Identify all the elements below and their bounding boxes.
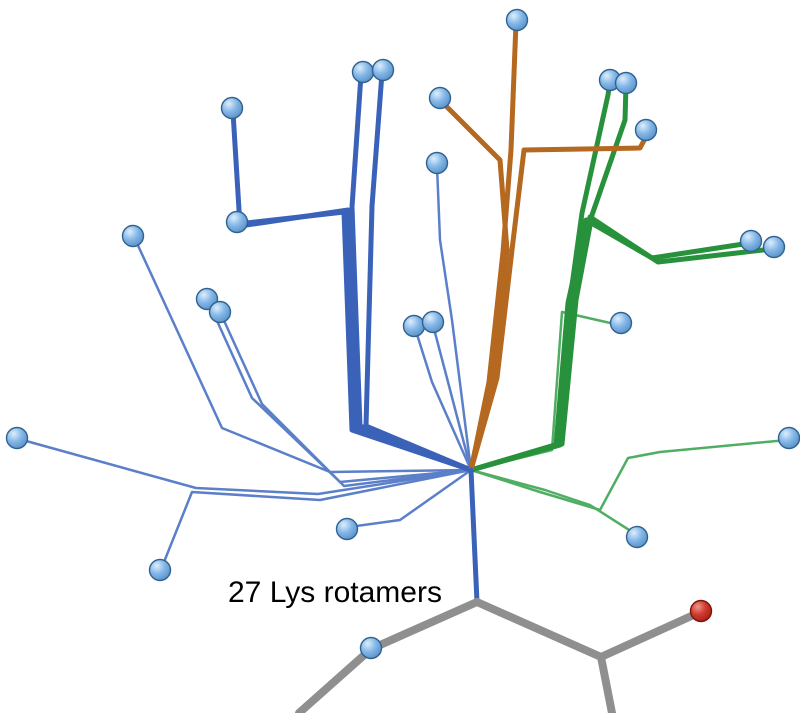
nitrogen-atom-sphere[interactable] bbox=[428, 86, 452, 110]
bond-line[interactable] bbox=[468, 79, 613, 473]
bond-line[interactable] bbox=[597, 609, 702, 661]
atom-layer bbox=[5, 8, 800, 660]
nitrogen-atom-sphere[interactable] bbox=[505, 8, 529, 32]
bond-line[interactable] bbox=[206, 299, 473, 484]
bond-line[interactable] bbox=[468, 214, 775, 473]
bond-line[interactable] bbox=[435, 164, 473, 472]
nitrogen-atom-sphere[interactable] bbox=[777, 426, 800, 450]
nitrogen-atom-sphere[interactable] bbox=[425, 151, 449, 175]
nitrogen-atom-sphere[interactable] bbox=[421, 310, 445, 334]
nitrogen-atom-sphere[interactable] bbox=[762, 235, 786, 259]
bond-line[interactable] bbox=[133, 237, 473, 474]
bond-line[interactable] bbox=[295, 598, 481, 713]
bond-line[interactable] bbox=[235, 209, 474, 473]
bond-line[interactable] bbox=[468, 82, 629, 473]
nitrogen-atom-sphere[interactable] bbox=[371, 58, 395, 82]
nitrogen-atom-sphere[interactable] bbox=[359, 636, 383, 660]
nitrogen-atom-sphere[interactable] bbox=[5, 426, 29, 450]
bond-line[interactable] bbox=[413, 326, 473, 472]
bond-line[interactable] bbox=[468, 130, 651, 473]
nitrogen-atom-sphere[interactable] bbox=[609, 311, 633, 335]
bond-line[interactable] bbox=[347, 468, 473, 529]
bond-line[interactable] bbox=[431, 323, 473, 472]
nitrogen-atom-sphere[interactable] bbox=[614, 71, 638, 95]
nitrogen-atom-sphere[interactable] bbox=[121, 224, 145, 248]
bond-line[interactable] bbox=[469, 468, 639, 537]
bond-line[interactable] bbox=[473, 598, 616, 713]
bond-line[interactable] bbox=[468, 20, 519, 473]
nitrogen-atom-sphere[interactable] bbox=[220, 96, 244, 120]
nitrogen-atom-sphere[interactable] bbox=[148, 558, 172, 582]
annotation-label: 27 Lys rotamers bbox=[228, 576, 442, 609]
nitrogen-atom-sphere[interactable] bbox=[739, 229, 763, 253]
bond-line[interactable] bbox=[469, 438, 789, 512]
bond-line[interactable] bbox=[17, 437, 473, 496]
bond-line[interactable] bbox=[468, 467, 480, 605]
bond-line[interactable] bbox=[219, 312, 473, 488]
oxygen-atom-sphere[interactable] bbox=[689, 599, 713, 623]
nitrogen-atom-sphere[interactable] bbox=[208, 300, 232, 324]
nitrogen-atom-sphere[interactable] bbox=[351, 60, 375, 84]
bond-line[interactable] bbox=[363, 70, 474, 473]
nitrogen-atom-sphere[interactable] bbox=[634, 118, 658, 142]
bond-layer bbox=[17, 20, 789, 713]
nitrogen-atom-sphere[interactable] bbox=[225, 210, 249, 234]
bond-line[interactable] bbox=[160, 468, 473, 569]
nitrogen-atom-sphere[interactable] bbox=[625, 525, 649, 549]
nitrogen-atom-sphere[interactable] bbox=[402, 314, 426, 338]
nitrogen-atom-sphere[interactable] bbox=[335, 517, 359, 541]
